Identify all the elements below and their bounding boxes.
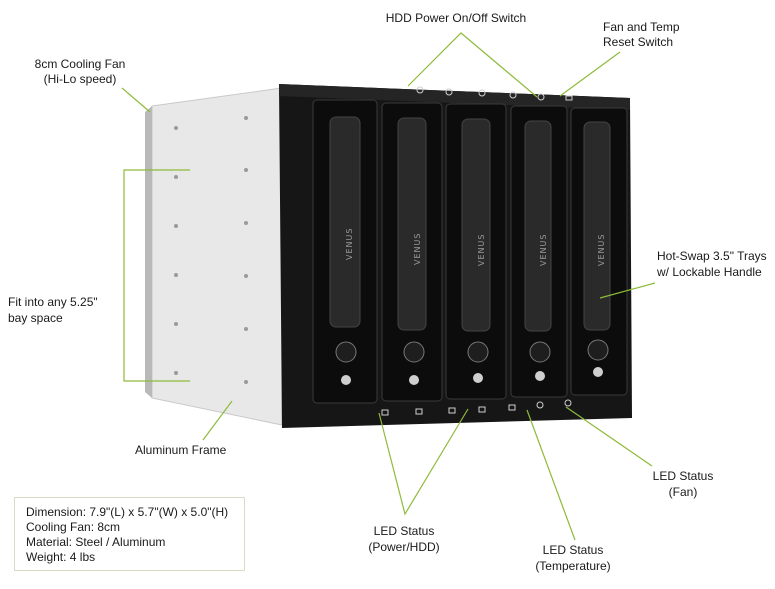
label-hdd-power-switch: HDD Power On/Off Switch bbox=[385, 11, 527, 25]
label-aluminum-frame: Aluminum Frame bbox=[135, 443, 227, 457]
label-led-temp-2: (Temperature) bbox=[535, 559, 611, 573]
led-row bbox=[381, 399, 572, 416]
label-led-temp-1: LED Status bbox=[542, 543, 604, 557]
tray-brand-label: VENUS bbox=[477, 234, 486, 266]
label-led-fan-2: (Fan) bbox=[668, 485, 698, 499]
specs-box: Dimension: 7.9"(L) x 5.7"(W) x 5.0"(H) C… bbox=[14, 497, 245, 571]
tray-4: VENUS bbox=[510, 105, 568, 398]
label-led-power-2: (Power/HDD) bbox=[368, 540, 440, 554]
tray-brand-label: VENUS bbox=[413, 233, 422, 265]
tray-brand-label: VENUS bbox=[345, 228, 354, 260]
label-fan-temp-reset-1: Fan and Temp bbox=[603, 20, 680, 34]
label-hot-swap-1: Hot-Swap 3.5" Trays bbox=[657, 249, 767, 263]
power-switch-row bbox=[416, 86, 573, 101]
chassis-top-strip bbox=[279, 84, 630, 110]
tray-3: VENUS bbox=[445, 103, 507, 400]
frame-screw-holes bbox=[174, 116, 248, 384]
tray-brand-label: VENUS bbox=[539, 234, 548, 266]
label-hot-swap-2: w/ Lockable Handle bbox=[657, 265, 762, 279]
tray-5: VENUS bbox=[570, 107, 628, 396]
spec-material: Material: Steel / Aluminum bbox=[26, 535, 166, 549]
spec-cooling-fan: Cooling Fan: 8cm bbox=[26, 520, 121, 534]
spec-dimension: Dimension: 7.9"(L) x 5.7"(W) x 5.0"(H) bbox=[26, 505, 229, 519]
tray-brand-label: VENUS bbox=[597, 234, 606, 266]
tray-2: VENUS bbox=[381, 102, 443, 402]
label-led-power-1: LED Status bbox=[373, 524, 435, 538]
label-fit-bay-2: bay space bbox=[8, 311, 63, 325]
tray-1: VENUS bbox=[312, 99, 378, 404]
label-led-fan-1: LED Status bbox=[652, 469, 714, 483]
aluminum-frame bbox=[151, 87, 283, 426]
spec-weight: Weight: 4 lbs bbox=[26, 550, 96, 564]
label-fan-temp-reset-2: Reset Switch bbox=[603, 35, 674, 49]
label-fit-bay-1: Fit into any 5.25" bbox=[8, 295, 98, 309]
label-cooling-fan-1: 8cm Cooling Fan bbox=[34, 57, 126, 71]
frame-edge bbox=[145, 106, 152, 398]
leader-lines bbox=[121, 32, 656, 541]
label-cooling-fan-2: (Hi-Lo speed) bbox=[43, 72, 117, 86]
